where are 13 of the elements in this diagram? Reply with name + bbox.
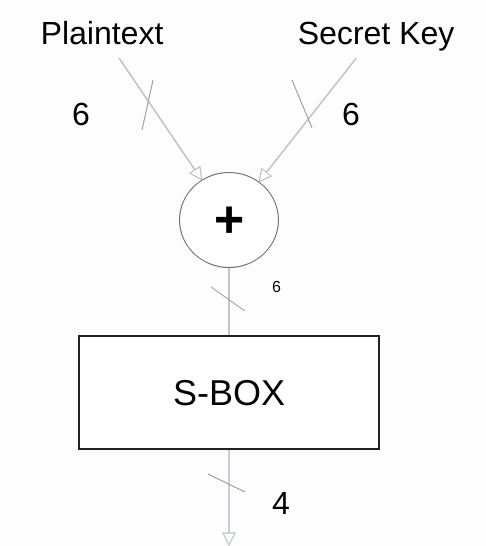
- input-label: Plaintext: [40, 17, 164, 49]
- process-box: [78, 335, 380, 450]
- arrow: [222, 450, 236, 546]
- input-label: Secret Key: [298, 17, 454, 49]
- connector-line: [228, 268, 230, 336]
- bus-width-label: 6: [342, 98, 360, 130]
- bus-width-label: 6: [72, 98, 90, 130]
- operator-symbol: +: [214, 194, 244, 246]
- bus-width-label: 4: [272, 487, 290, 519]
- bus-width-label: 6: [272, 280, 281, 296]
- arrow: [118, 58, 202, 180]
- arrow: [258, 58, 357, 182]
- box-label: S-BOX: [172, 374, 286, 410]
